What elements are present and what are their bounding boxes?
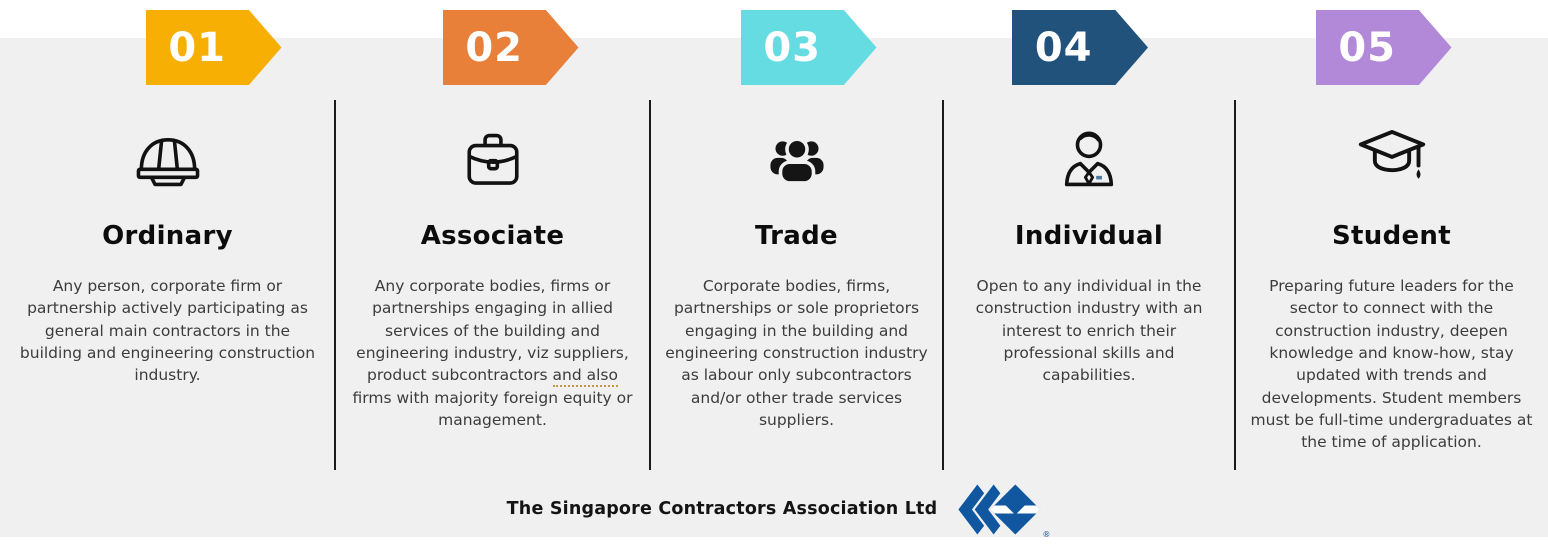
briefcase-icon (457, 123, 529, 197)
column-associate: 02 Associate Any corporate bodies, firms… (335, 0, 650, 454)
column-ordinary: 01 Ordinary Any person, corporate firm o… (0, 0, 335, 454)
column-divider (1234, 100, 1236, 470)
people-group-icon (761, 123, 833, 197)
graduation-cap-icon (1353, 123, 1431, 197)
membership-title: Individual (1014, 221, 1164, 251)
person-bust-icon (1053, 123, 1125, 197)
banner-number: 02 (465, 24, 524, 71)
number-banner-05: 05 (1315, 10, 1452, 85)
description-part: firms with majority foreign equity or ma… (352, 388, 633, 429)
membership-description: Corporate bodies, firms, partnerships or… (665, 277, 928, 429)
number-banner-02: 02 (442, 10, 579, 85)
membership-description: Open to any individual in the constructi… (975, 277, 1203, 385)
membership-description: Any corporate bodies, firms or partnersh… (335, 275, 650, 431)
column-trade: 03 Trade Corporate bodies, firms, partne… (650, 0, 943, 454)
description-underlined-part: and also (552, 366, 618, 388)
membership-columns: 01 Ordinary Any person, corporate firm o… (0, 0, 1548, 454)
banner-number: 05 (1338, 24, 1397, 71)
sca-logo: ® (953, 479, 1050, 540)
column-divider (334, 100, 336, 470)
description-part: Any corporate bodies, firms or partnersh… (356, 277, 629, 385)
column-divider (942, 100, 944, 470)
hard-hat-icon (130, 123, 206, 197)
column-student: 05 Student Preparing future leaders for … (1235, 0, 1548, 454)
membership-title: Associate (420, 221, 565, 251)
background-panel (0, 38, 1548, 537)
footer: The Singapore Contractors Association Lt… (0, 478, 1548, 540)
membership-description: Any person, corporate firm or partnershi… (19, 277, 316, 385)
membership-title: Student (1332, 221, 1451, 251)
column-individual: 04 Individual Open to any individual in … (943, 0, 1235, 454)
banner-number: 04 (1034, 24, 1093, 71)
membership-title: Ordinary (102, 221, 233, 251)
organization-name: The Singapore Contractors Association Lt… (506, 499, 938, 519)
membership-description: Preparing future leaders for the sector … (1250, 277, 1533, 452)
number-banner-01: 01 (145, 10, 282, 85)
banner-number: 01 (168, 24, 227, 71)
number-banner-03: 03 (740, 10, 877, 85)
number-banner-04: 04 (1012, 10, 1148, 85)
column-divider (649, 100, 651, 470)
banner-number: 03 (763, 24, 822, 71)
membership-title: Trade (755, 221, 838, 251)
registered-trademark: ® (1042, 529, 1051, 539)
